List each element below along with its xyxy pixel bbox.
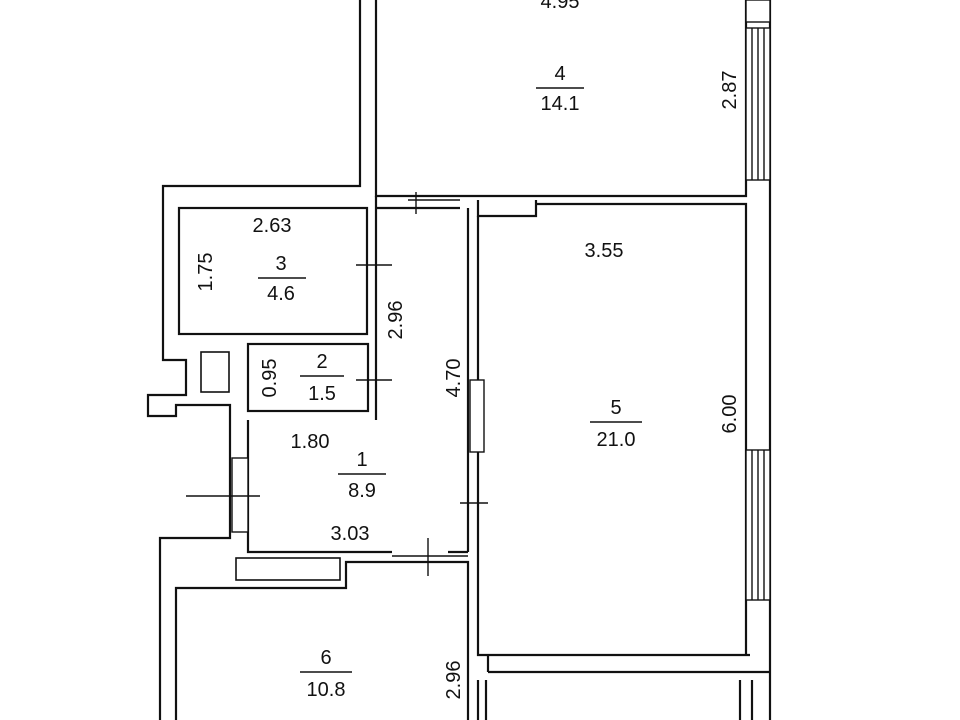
room-2-label: 2 1.5 (300, 351, 344, 405)
dim-room1-top: 1.80 (291, 431, 330, 453)
room-6-label: 6 10.8 (300, 647, 352, 701)
room-number: 2 (316, 351, 327, 373)
room-5-label: 5 21.0 (590, 397, 642, 451)
dim-room6-right: 2.96 (443, 661, 465, 700)
room-area: 1.5 (308, 383, 336, 405)
room-4-label: 4 14.1 (536, 63, 584, 115)
dim-hall-length: 4.70 (443, 359, 465, 398)
dimensions: 4.95 2.87 2.63 1.75 2.96 0.95 4.70 1.80 … (195, 0, 741, 699)
dim-room5-right: 6.00 (719, 395, 741, 434)
room-area: 4.6 (267, 283, 295, 305)
dim-corridor-height: 2.96 (385, 301, 407, 340)
dim-room3-top: 2.63 (253, 215, 292, 237)
room-number: 4 (554, 63, 565, 85)
windows (231, 0, 771, 601)
dim-room5-top: 3.55 (585, 240, 624, 262)
room-3-label: 3 4.6 (258, 253, 306, 305)
room-area: 10.8 (307, 679, 346, 701)
room-area: 21.0 (597, 429, 636, 451)
room-number: 5 (610, 397, 621, 419)
room-number: 6 (320, 647, 331, 669)
dim-room4-top: 4.95 (541, 0, 580, 13)
dim-room2-left: 0.95 (259, 359, 281, 398)
room-1-label: 1 8.9 (338, 449, 386, 502)
doors (186, 192, 488, 576)
dim-room1-bottom: 3.03 (331, 523, 370, 545)
dim-room4-right: 2.87 (719, 71, 741, 110)
dim-room3-left: 1.75 (195, 253, 217, 292)
room-number: 3 (275, 253, 286, 275)
room-area: 14.1 (541, 93, 580, 115)
room-area: 8.9 (348, 480, 376, 502)
room-number: 1 (356, 449, 367, 471)
